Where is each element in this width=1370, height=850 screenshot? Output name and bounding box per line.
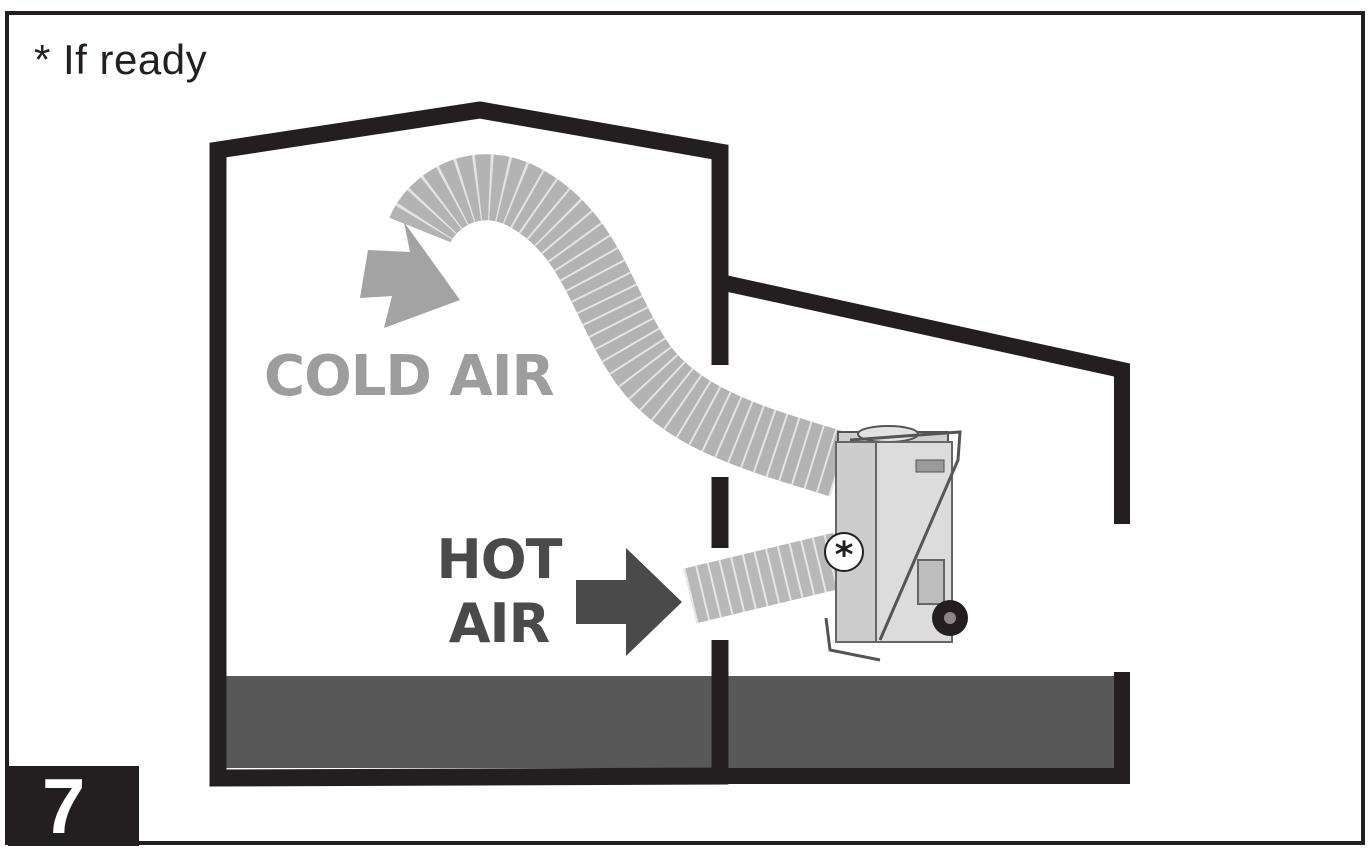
step-number-badge: 7: [8, 766, 139, 846]
cold-air-arrow: [360, 222, 460, 328]
right-room-roof: [718, 274, 1130, 524]
hot-air-duct: [683, 532, 847, 624]
unit-marker: *: [835, 535, 854, 576]
cold-air-duct: [389, 154, 850, 497]
hot-air-label-line1: HOT: [436, 528, 563, 591]
outer-border: [5, 11, 1365, 845]
hot-air-duct-ribs: [683, 532, 847, 624]
floor-left-room: [226, 676, 716, 768]
floor-right-room: [726, 676, 1120, 768]
left-room-outline: [209, 101, 729, 787]
hot-air-label-line2: AIR: [448, 592, 550, 655]
hot-air-label: HOT AIR: [434, 528, 564, 656]
footnote: * If ready: [34, 36, 208, 83]
hot-air-arrow: [576, 548, 682, 656]
cold-air-label: COLD AIR: [264, 344, 555, 409]
air-unit: [824, 425, 968, 662]
